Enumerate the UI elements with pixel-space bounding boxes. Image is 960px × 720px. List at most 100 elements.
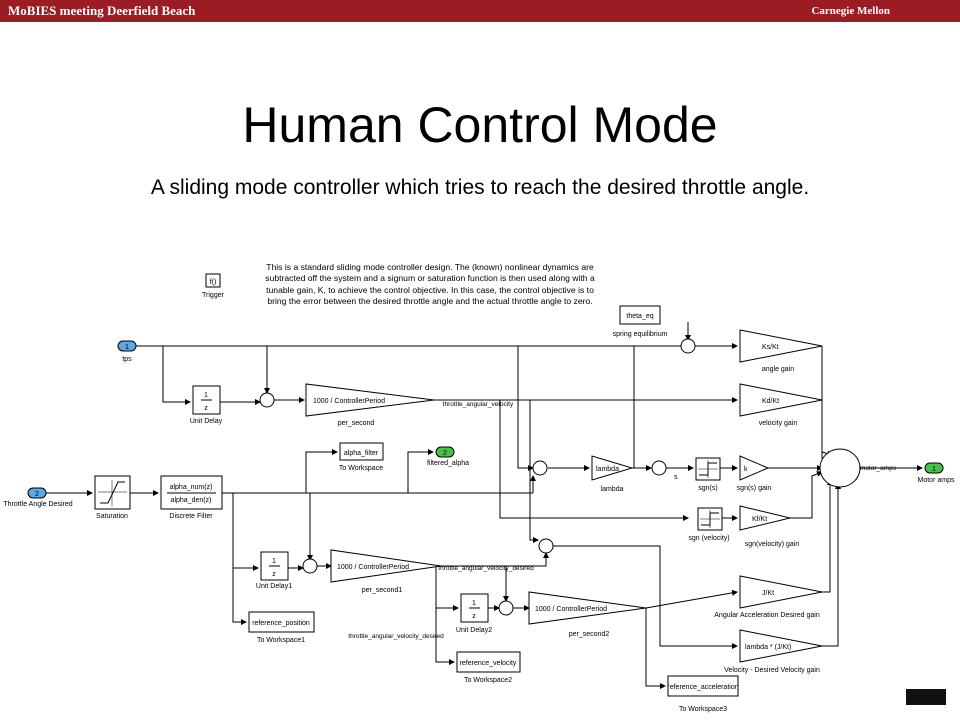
vel-desired-gain-text: lambda * (J/Kt) [745, 644, 791, 651]
wire-g6 [822, 483, 841, 647]
angle-gain-block[interactable]: Ks/Kt angle gain [739, 329, 823, 373]
wire-to-filtered-port [407, 449, 434, 493]
unit-delay2-num: 1 [472, 600, 476, 607]
trigger-glyph: f() [210, 279, 217, 286]
lambda-gain-block[interactable]: lambda lambda [591, 455, 634, 493]
signal-label-s: s [674, 474, 678, 481]
unit-delay2-block[interactable]: 1 z Unit Delay2 [456, 593, 492, 634]
sum-velocity-error[interactable] [538, 538, 554, 554]
angular-acceleration-gain-block[interactable]: J/Kt Angular Acceleration Desired gain [714, 575, 823, 619]
inport-tps-caption: tps [122, 356, 132, 363]
sum-block-2[interactable] [302, 558, 318, 574]
outport-motor-amps[interactable]: 1 Motor amps [918, 462, 955, 484]
wire-g2 [821, 400, 831, 461]
header-right-text: Carnegie Mellon [811, 5, 890, 17]
motor-sum-block[interactable]: motor_amps [819, 448, 897, 488]
signal-label-velocity-desired-2: throttle_angular_velocity_desired [348, 633, 444, 640]
reference-position-workspace[interactable]: reference_position To Workspace1 [248, 611, 315, 644]
outport-filtered-alpha[interactable]: 2 filtered_alpha [427, 446, 469, 467]
wire-to-unit-delay2 [435, 566, 459, 611]
alpha-filter-workspace[interactable]: alpha_filter To Workspace [339, 442, 384, 472]
wire-to-ref-velocity [435, 608, 455, 665]
lambda-caption: lambda [601, 486, 624, 493]
sgn-velocity-gain-block[interactable]: Kf/Kt sgn(velocity) gain [739, 505, 800, 548]
sgn-velocity-gain-caption: sgn(velocity) gain [745, 541, 800, 548]
sum-s[interactable] [651, 460, 667, 476]
reference-velocity-workspace[interactable]: reference_velocity To Workspace2 [456, 651, 521, 684]
velocity-desired-gain-block[interactable]: lambda * (J/Kt) Velocity - Desired Veloc… [724, 629, 823, 674]
inport-desired-caption: Throttle Angle Desired [3, 501, 72, 508]
wire-g1 [821, 346, 833, 457]
accel-gain-text: J/Kt [762, 590, 774, 597]
unit-delay-num: 1 [204, 392, 208, 399]
sgn-velocity-caption: sgn (velocity) [688, 535, 729, 542]
wire-accel [645, 589, 738, 609]
unit-delay-block[interactable]: 1 z Unit Delay [190, 385, 223, 425]
per-second-gain-text: 1000 / ControllerPeriod [313, 398, 385, 405]
wire-to-sum-s [633, 346, 652, 471]
wire-to-alpha-filter [305, 449, 338, 493]
motor-amps-signal-label: motor_amps [860, 465, 897, 472]
sgn-s-gain-caption: sgn(s) gain [737, 485, 772, 492]
angle-gain-caption: angle gain [762, 366, 794, 373]
per-second-gain[interactable]: 1000 / ControllerPeriod per_second [305, 383, 435, 427]
velocity-gain-caption: velocity gain [759, 420, 798, 427]
slide-title: Human Control Mode [242, 97, 718, 153]
per-second2-gain-text: 1000 / ControllerPeriod [535, 606, 607, 613]
alpha-filter-text: alpha_filter [344, 450, 379, 457]
per-second1-caption: per_second1 [362, 587, 403, 594]
slide-subtitle: A sliding mode controller which tries to… [150, 176, 810, 199]
inport-tps-number: 1 [125, 344, 129, 351]
discrete-filter-caption: Discrete Filter [169, 513, 213, 520]
per-second1-gain-text: 1000 / ControllerPeriod [337, 564, 409, 571]
header-left-text: MoBIES meeting Deerfield Beach [8, 3, 196, 18]
velocity-gain-text: Kd/Kt [762, 398, 779, 405]
wire-to-ref-position [232, 568, 247, 625]
per-second2-caption: per_second2 [569, 631, 610, 638]
sum-error[interactable] [532, 460, 548, 476]
trigger-caption: Trigger [202, 292, 225, 299]
reference-acceleration-workspace[interactable]: reference_acceleration To Workspace3 [667, 675, 739, 713]
slide-nav-button[interactable] [906, 689, 946, 705]
trigger-block[interactable]: f() Trigger [202, 273, 225, 299]
wire-to-unit-delay1 [232, 493, 259, 571]
theta-eq-caption: spring equilibrium [613, 331, 668, 338]
inport-throttle-angle-desired[interactable]: 2 Throttle Angle Desired [3, 487, 73, 508]
per-second2-gain[interactable]: 1000 / ControllerPeriod per_second2 [528, 591, 647, 638]
sum-block-3[interactable] [498, 600, 514, 616]
diagram-note: This is a standard sliding mode controll… [265, 262, 595, 306]
sgn-s-gain-block[interactable]: k sgn(s) gain [737, 455, 772, 492]
sgn-s-block[interactable]: sgn(s) [695, 457, 721, 492]
reference-velocity-text: reference_velocity [460, 660, 517, 667]
outport-filtered-caption: filtered_alpha [427, 460, 469, 467]
sum-theta[interactable] [680, 338, 696, 354]
unit-delay-caption: Unit Delay [190, 418, 223, 425]
reference-acceleration-text: reference_acceleration [667, 684, 738, 691]
unit-delay1-block[interactable]: 1 z Unit Delay1 [256, 551, 292, 590]
sgn-velocity-gain-text: Kf/Kt [752, 516, 767, 523]
discrete-filter-block[interactable]: alpha_num(z) alpha_den(z) Discrete Filte… [160, 475, 223, 520]
angle-gain-text: Ks/Kt [762, 344, 779, 351]
signal-label-velocity-desired-1: throttle_angular_velocity_desired [438, 565, 534, 572]
sum-block-1[interactable] [259, 392, 275, 408]
sgn-velocity-block[interactable]: sgn (velocity) [688, 507, 730, 542]
velocity-gain-block[interactable]: Kd/Kt velocity gain [739, 383, 823, 427]
reference-position-caption: To Workspace1 [257, 637, 305, 644]
wire-vel-error [553, 545, 738, 649]
theta-eq-text: theta_eq [626, 313, 653, 320]
inport-tps[interactable]: 1 tps [117, 340, 137, 363]
vel-desired-gain-caption: Velocity - Desired Velocity gain [724, 667, 820, 674]
saturation-block[interactable]: Saturation [94, 475, 131, 520]
discrete-filter-num: alpha_num(z) [170, 484, 213, 491]
theta-eq-block[interactable]: theta_eq spring equilibrium [613, 305, 668, 338]
wire-to-unit-delay [162, 346, 191, 405]
wire-vel-desired [441, 552, 549, 567]
per-second1-gain[interactable]: 1000 / ControllerPeriod per_second1 [330, 549, 442, 594]
outport-motor-caption: Motor amps [918, 477, 955, 484]
unit-delay1-den: z [272, 571, 276, 578]
unit-delay-den: z [204, 405, 208, 412]
lambda-gain-text: lambda [596, 466, 619, 473]
sgn-s-caption: sgn(s) [698, 485, 717, 492]
inport-desired-number: 2 [35, 491, 39, 498]
reference-velocity-caption: To Workspace2 [464, 677, 512, 684]
